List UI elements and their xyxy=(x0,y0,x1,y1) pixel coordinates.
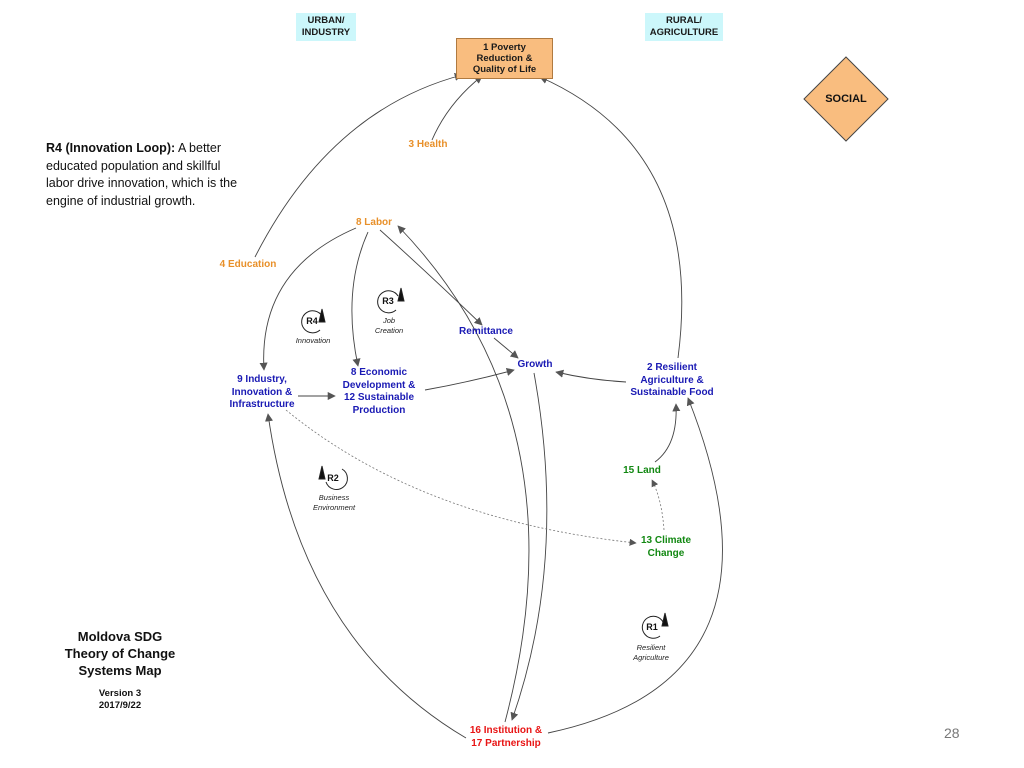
link-growth-institution xyxy=(510,372,548,721)
innovation-loop-note: R4 (Innovation Loop): A better educated … xyxy=(46,140,246,210)
loop-r1-symbol xyxy=(641,612,669,639)
node-poverty-reduction: 1 Poverty Reduction & Quality of Life xyxy=(456,38,553,79)
node-industry-innovation: 9 Industry, Innovation & Infrastructure xyxy=(229,374,295,410)
loop-r3-caption: Job Creation xyxy=(374,316,404,335)
link-agriculture-poverty xyxy=(539,76,683,359)
node-resilient-agriculture: 2 Resilient Agriculture & Sustainable Fo… xyxy=(630,362,714,398)
link-institution-industry xyxy=(265,413,467,739)
loop-r2-caption: Business Environment xyxy=(312,493,356,512)
loop-r1-label: R1 xyxy=(646,622,658,632)
loop-r1-caption: Resilient Agriculture xyxy=(633,643,669,662)
link-labor-economic xyxy=(351,231,369,367)
node-education: 4 Education xyxy=(219,259,277,270)
loop-r3-symbol xyxy=(377,287,405,314)
link-agriculture-growth xyxy=(555,369,627,383)
link-institution-labor xyxy=(397,225,530,723)
link-education-poverty xyxy=(254,72,463,258)
link-labor-remittance xyxy=(379,229,483,326)
note-heading: R4 (Innovation Loop): xyxy=(46,141,176,155)
link-labor-industry xyxy=(259,227,357,371)
node-growth: Growth xyxy=(517,359,553,370)
node-institution-partnership: 16 Institution & 17 Partnership xyxy=(469,725,543,749)
node-health: 3 Health xyxy=(408,139,448,150)
node-labor: 8 Labor xyxy=(355,217,393,228)
loop-r2-symbol xyxy=(318,465,348,490)
link-economic-growth xyxy=(424,368,515,391)
link-climate-land xyxy=(651,479,665,531)
rural-agriculture-tag: RURAL/ AGRICULTURE xyxy=(645,13,723,41)
social-label: SOCIAL xyxy=(825,93,867,105)
social-diamond xyxy=(803,56,889,142)
link-land-agriculture xyxy=(654,403,681,463)
link-health-poverty xyxy=(431,75,483,141)
note-body: A better educated population and skillfu… xyxy=(46,141,238,208)
node-land: 15 Land xyxy=(623,465,661,476)
node-remittance: Remittance xyxy=(459,326,513,337)
loop-r4-symbol xyxy=(301,308,326,334)
version-info: Version 3 2017/9/22 xyxy=(98,688,142,711)
node-climate-change: 13 Climate Change xyxy=(640,535,692,559)
loop-r4-label: R4 xyxy=(306,316,318,326)
page-number: 28 xyxy=(944,725,960,741)
loop-r3-label: R3 xyxy=(382,296,394,306)
loop-r4-caption: Innovation xyxy=(295,336,331,345)
urban-industry-tag: URBAN/ INDUSTRY xyxy=(296,13,356,41)
map-title: Moldova SDG Theory of Change Systems Map xyxy=(64,629,176,678)
link-institution-agriculture xyxy=(547,397,723,734)
loop-r2-label: R2 xyxy=(327,473,339,483)
link-remittance-growth xyxy=(493,337,519,359)
node-economic-development: 8 Economic Development & 12 Sustainable … xyxy=(342,367,416,416)
